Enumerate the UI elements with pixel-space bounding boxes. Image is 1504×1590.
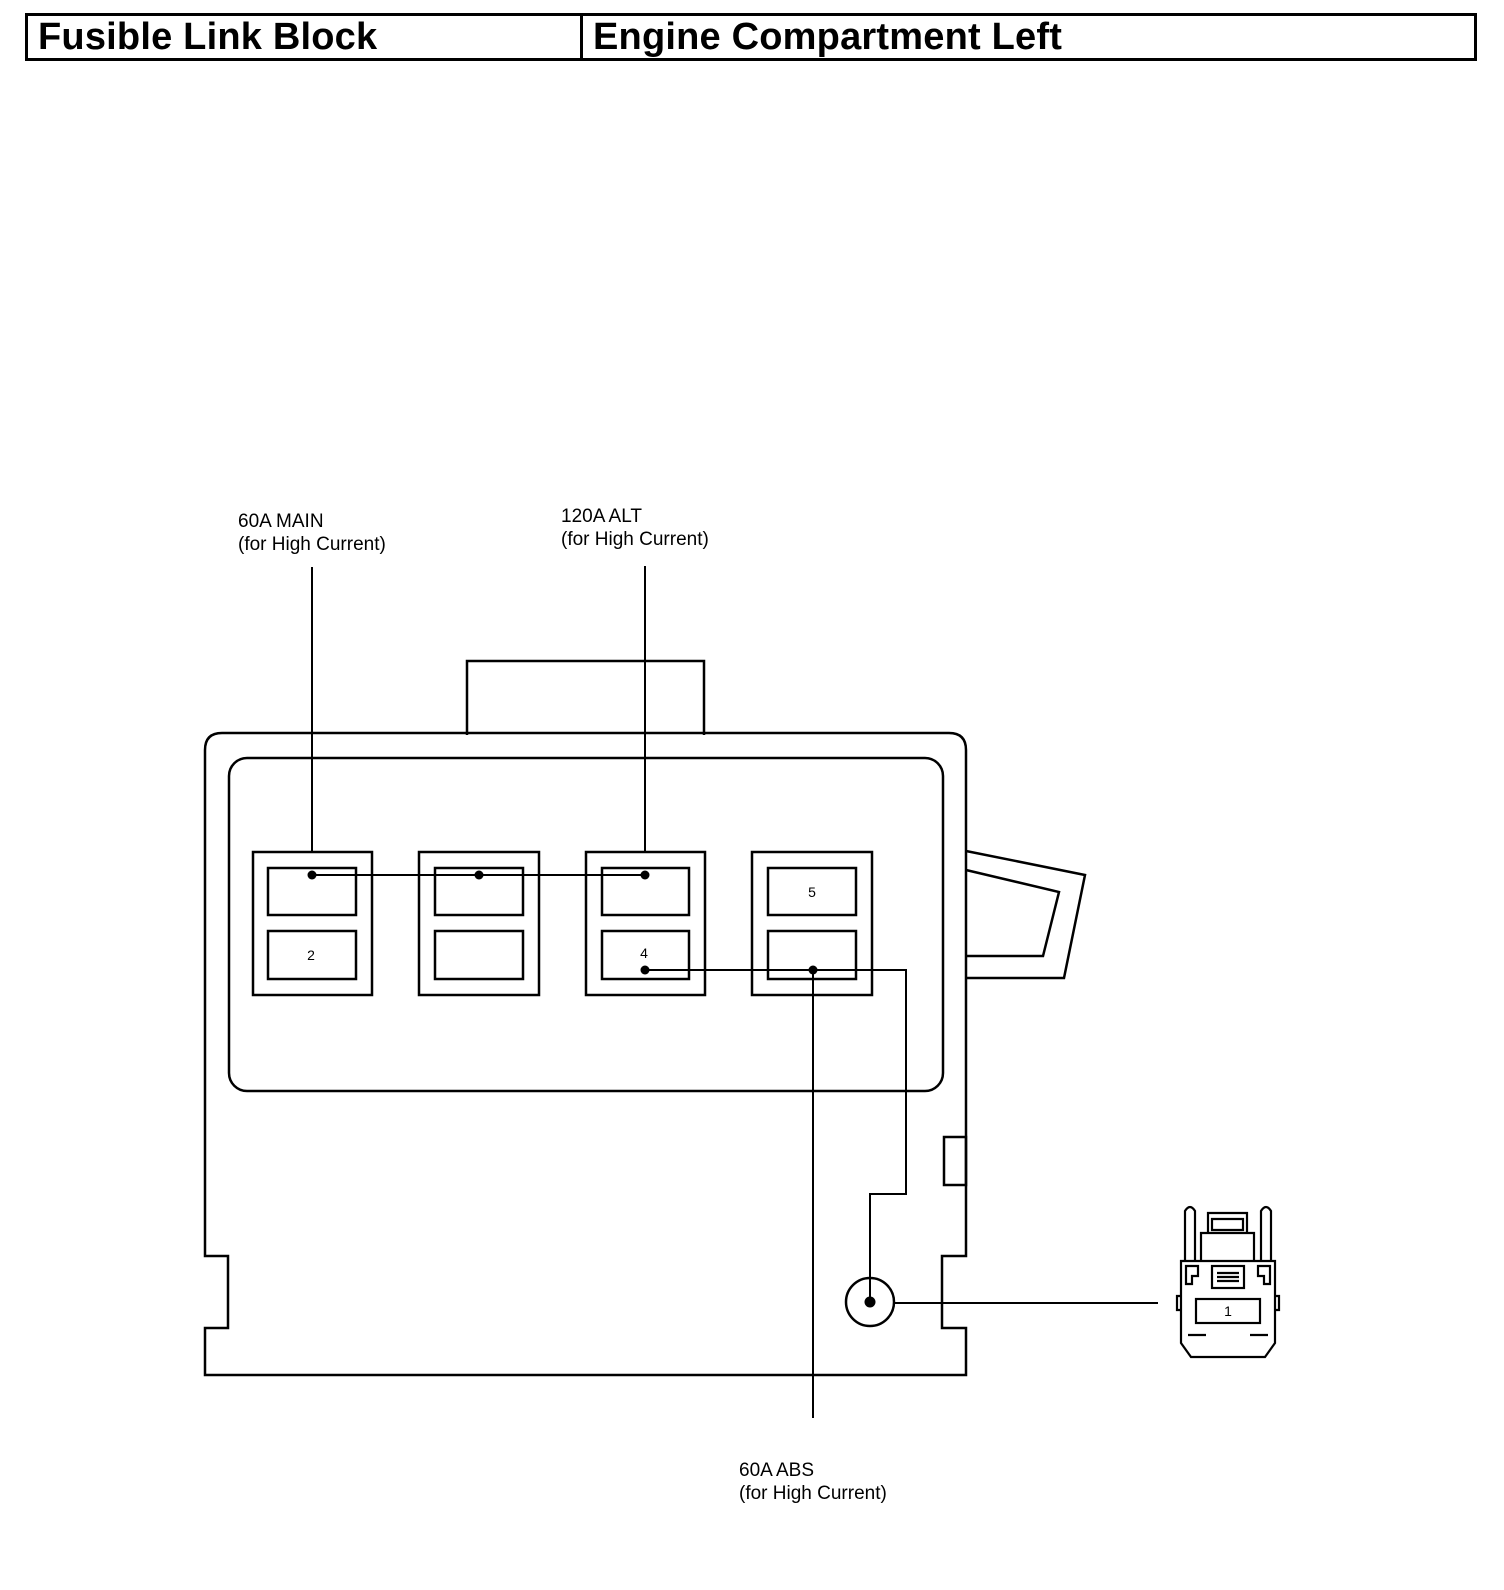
connector-side-bumps [1175,1294,1281,1312]
fuse-slot [600,929,691,981]
connector-lock [1199,1211,1256,1261]
fuse-number-5: 5 [808,884,816,900]
junction-dot [640,965,650,975]
fuse-slot [433,866,525,917]
fuse-slot [266,929,358,981]
abs-fuse-sublabel: (for High Current) [739,1483,887,1504]
housing-latch [965,849,1087,980]
fuse-block-2 [417,850,541,997]
housing-notch [942,1135,968,1187]
connector-body [1179,1259,1277,1359]
title-bar: Fusible Link Block Engine Compartment Le… [25,13,1477,61]
inner-cover [227,756,945,1093]
block-top-tab [465,659,706,735]
connector-terminal-cavity [1194,1297,1262,1325]
connector-lock-window [1210,1264,1246,1290]
main-fuse-label: 60A MAIN [238,511,324,532]
alt-fuse-label: 120A ALT [561,506,642,527]
junction-dot [808,965,818,975]
junction-dot [307,870,317,880]
fuse-slot [266,866,358,917]
location-title: Engine Compartment Left [593,16,1063,58]
component-title: Fusible Link Block [28,16,583,58]
main-fuse-sublabel: (for High Current) [238,534,386,555]
junction-dot [864,1296,876,1308]
connector-latch-arms [1183,1205,1273,1261]
connector [1175,1205,1281,1359]
abs-fuse-label: 60A ABS [739,1460,814,1481]
junction-dot [474,870,484,880]
bus-wire-bottom [645,969,907,1302]
fuse-number-4: 4 [640,945,648,961]
connector-lock-lines [1217,1271,1239,1283]
fuse-slot [433,929,525,981]
connector-terminal-number: 1 [1224,1303,1232,1319]
junction-dot [640,870,650,880]
fuse-number-2: 2 [307,947,315,963]
alt-fuse-sublabel: (for High Current) [561,529,709,550]
connector-side-tabs [1184,1264,1272,1286]
fuse-slot [600,866,691,917]
block-housing [203,731,968,1377]
fuse-slot [766,866,858,917]
